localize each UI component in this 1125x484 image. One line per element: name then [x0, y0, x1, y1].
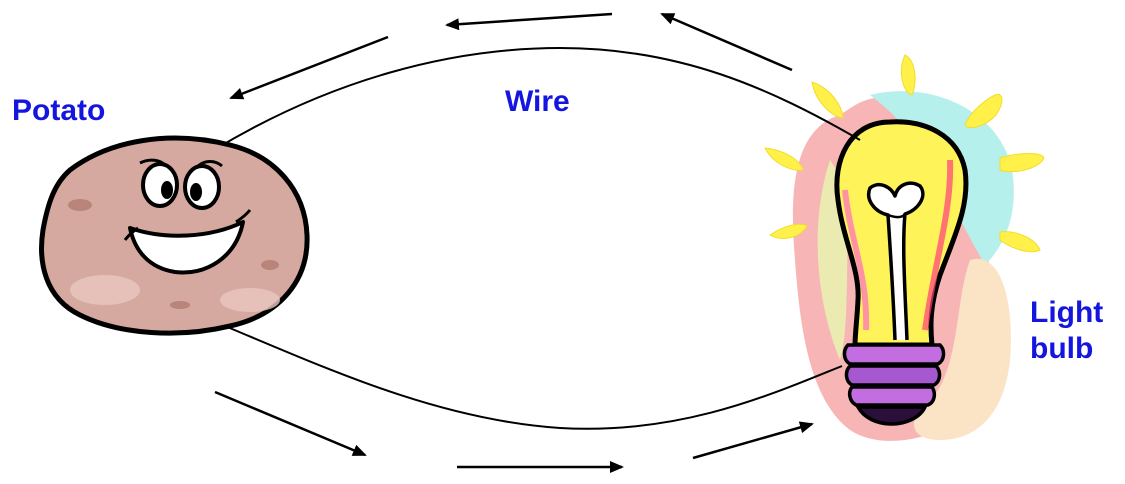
bulb-filament: [867, 181, 925, 341]
light-bulb-label-line2: bulb: [1030, 332, 1094, 365]
bulb-base: [842, 343, 946, 426]
ray-lower-left: [769, 223, 808, 239]
smiling-potato-icon: [39, 135, 310, 336]
light-rays: [764, 54, 1045, 253]
arrow-bottom-right: [692, 421, 814, 460]
arrow-bottom-left: [214, 390, 367, 457]
ray-top: [901, 54, 916, 96]
ray-upper-left: [811, 81, 844, 119]
ray-lower-right: [999, 231, 1041, 253]
light-bulb-label: Light bulb: [1030, 295, 1103, 367]
ray-left: [764, 147, 804, 171]
ray-upper-right: [964, 93, 1003, 128]
ray-right: [999, 153, 1045, 173]
wire-bottom: [224, 325, 843, 430]
potato-label: Potato: [12, 94, 106, 127]
arrow-top-left: [229, 35, 389, 100]
wire-top: [213, 46, 861, 151]
bottom-arrows: [214, 390, 814, 473]
wire-label: Wire: [505, 85, 570, 118]
light-bulb-label-line1: Light: [1030, 296, 1104, 329]
arrow-top-middle: [445, 12, 613, 31]
arrow-top-right: [660, 12, 793, 72]
potato-eyes: [139, 158, 223, 210]
top-arrows: [229, 12, 793, 100]
potato-smile: [128, 220, 245, 275]
glowing-light-bulb-icon: [834, 119, 969, 426]
wires: [213, 46, 861, 430]
